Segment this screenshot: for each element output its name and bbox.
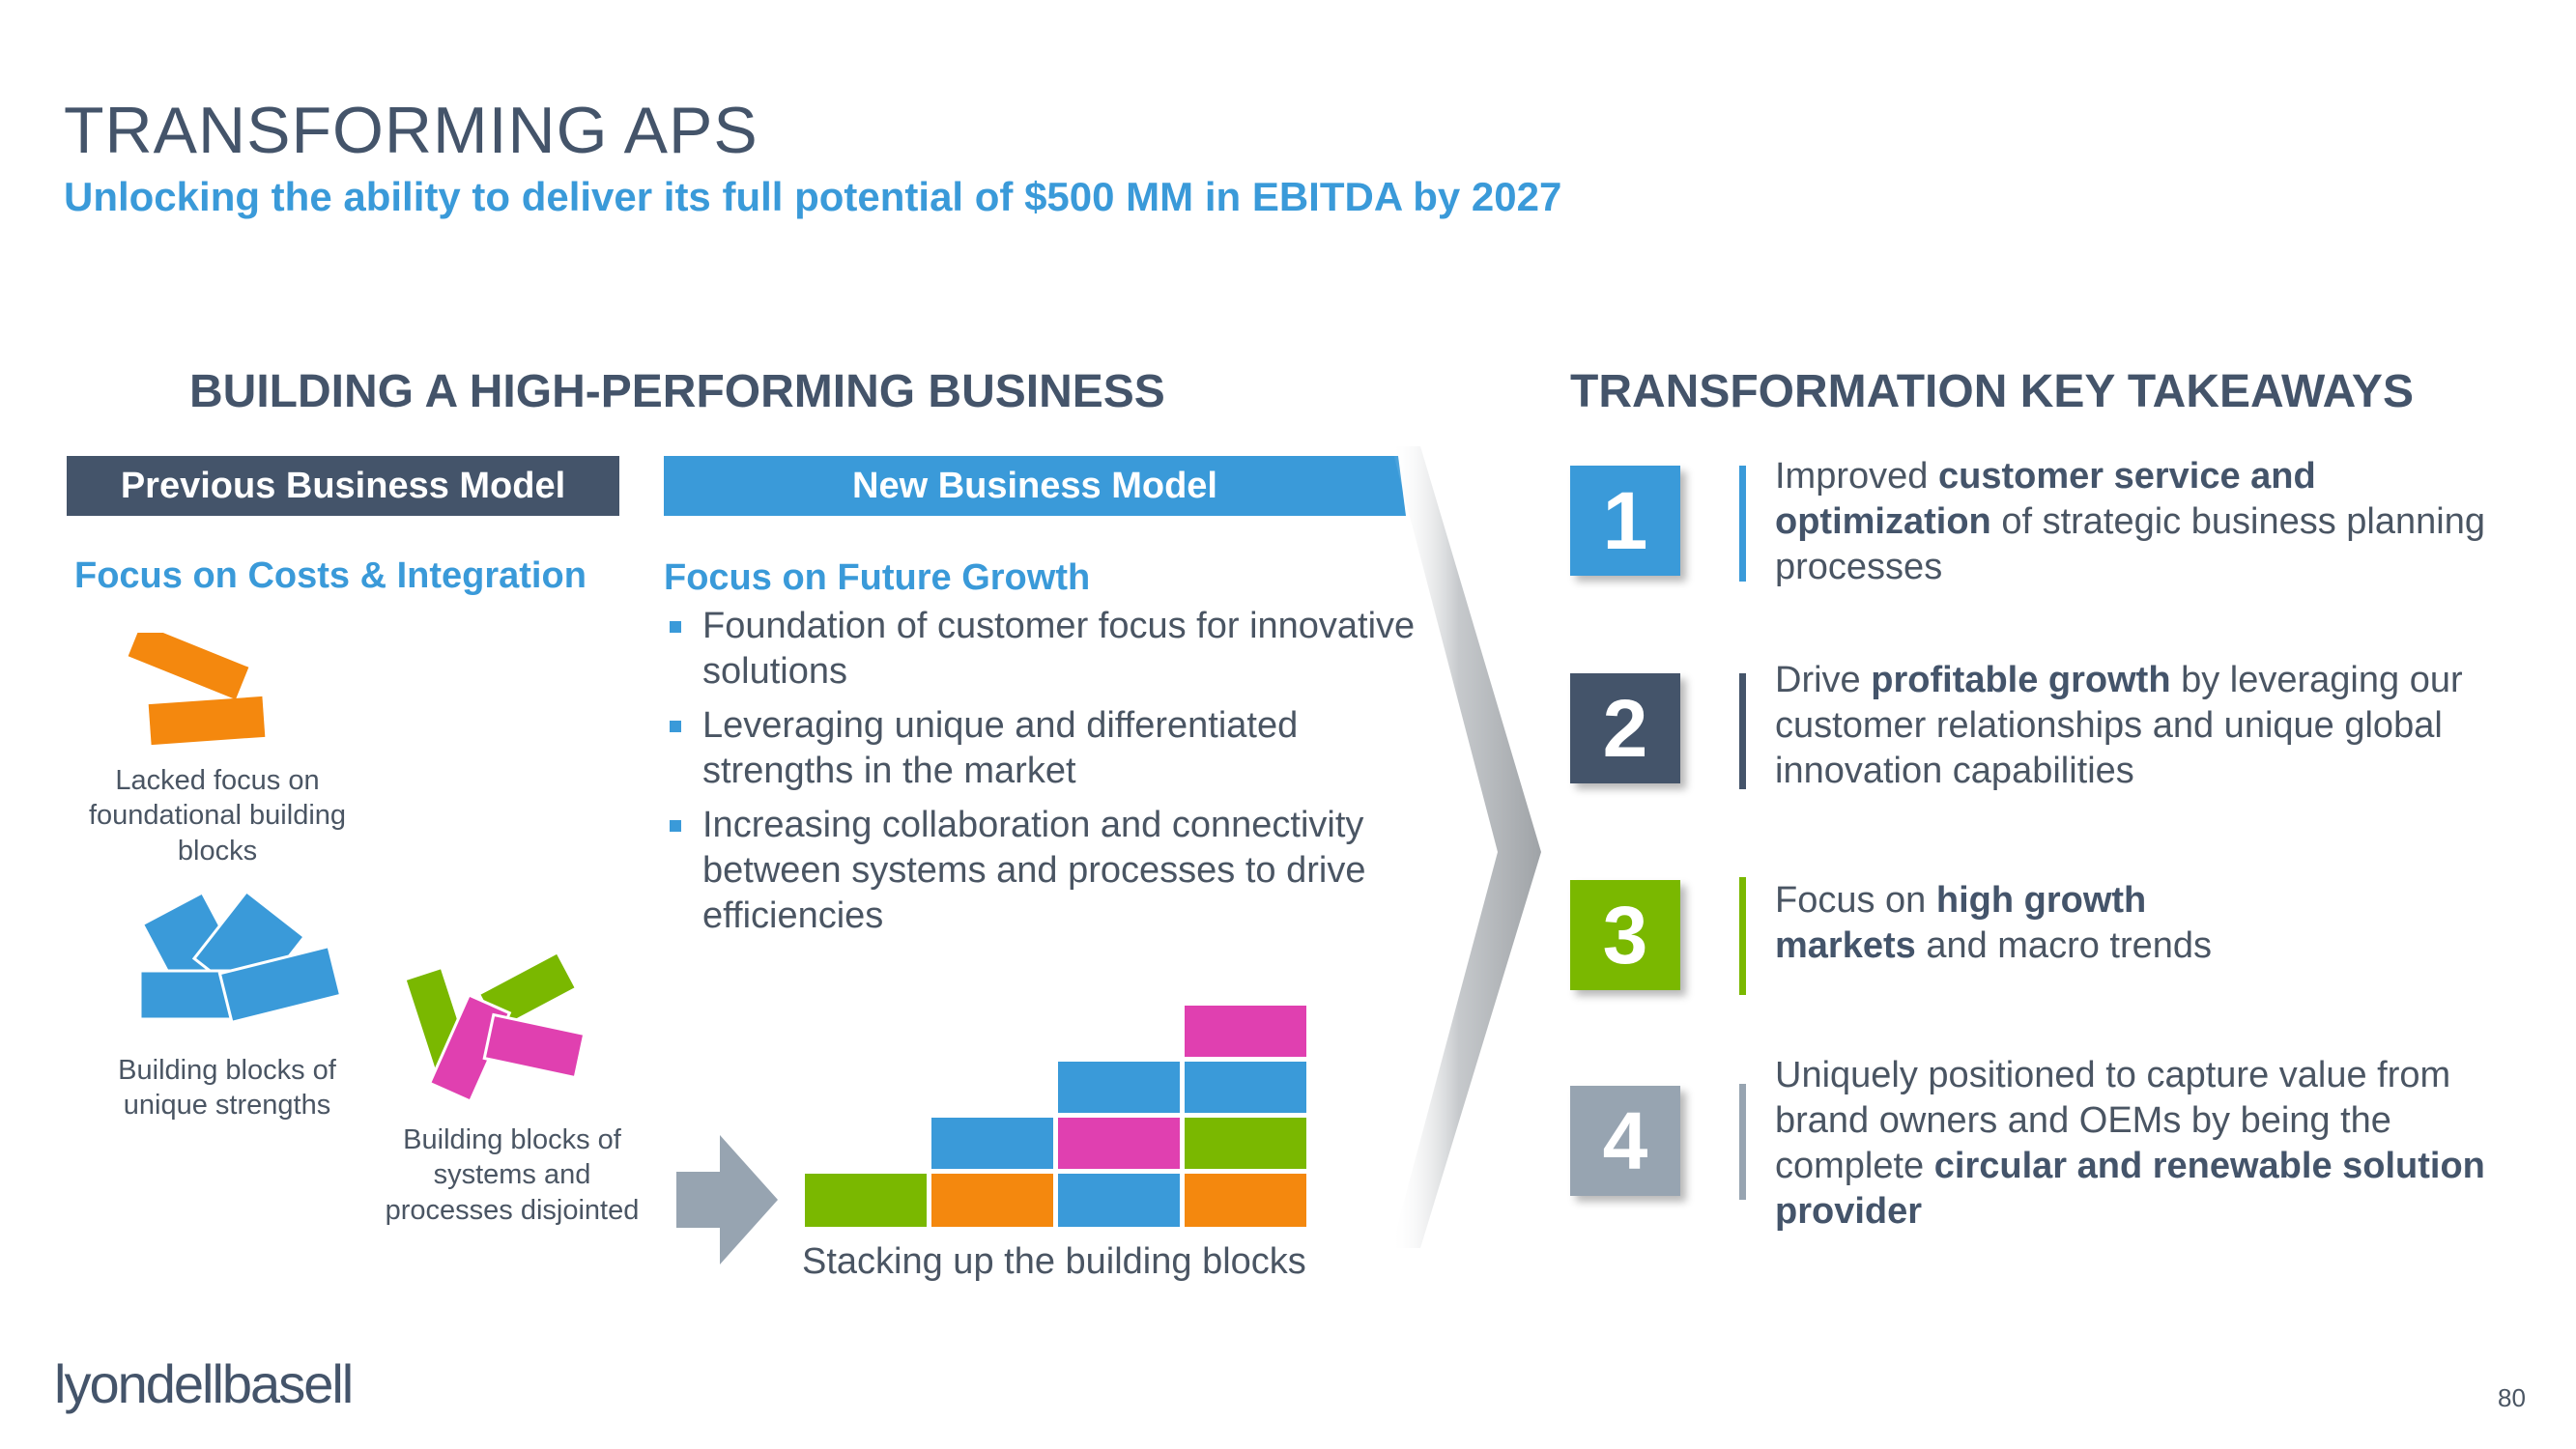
takeaway-number-2: 2 bbox=[1570, 673, 1680, 783]
takeaway-number-1: 1 bbox=[1570, 466, 1680, 576]
right-section-heading: TRANSFORMATION KEY TAKEAWAYS bbox=[1570, 366, 2414, 417]
takeaway-run: Uniquely positioned to capture value fro… bbox=[1775, 1055, 2451, 1186]
takeaway-emphasis: circular and renewable solution provider bbox=[1775, 1146, 2485, 1232]
bullet-item: Leveraging unique and differentiated str… bbox=[664, 703, 1417, 794]
stack-block bbox=[805, 1174, 927, 1227]
caption-unique-strengths: Building blocks of unique strengths bbox=[118, 1055, 336, 1122]
page-subtitle: Unlocking the ability to deliver its ful… bbox=[64, 174, 1562, 219]
previous-model-bar: Previous Business Model bbox=[67, 456, 619, 516]
stack-block bbox=[1058, 1174, 1180, 1227]
stack-block bbox=[1185, 1062, 1306, 1113]
stack-block bbox=[1185, 1118, 1306, 1169]
right-arrow-icon bbox=[676, 1135, 778, 1264]
takeaway-text-4: Uniquely positioned to capture value fro… bbox=[1775, 1053, 2529, 1235]
new-model-focus: Focus on Future Growth bbox=[664, 557, 1091, 598]
left-section-heading: BUILDING A HIGH-PERFORMING BUSINESS bbox=[189, 366, 1165, 417]
caption-foundational: Lacked focus on foundational building bl… bbox=[88, 765, 347, 867]
takeaway-number-4: 4 bbox=[1570, 1086, 1680, 1196]
bullet-item: Increasing collaboration and connectivit… bbox=[664, 803, 1417, 939]
page-number: 80 bbox=[2498, 1383, 2526, 1412]
chevron-arrow-divider bbox=[1391, 446, 1541, 1248]
previous-model-label: Previous Business Model bbox=[120, 465, 566, 506]
new-model-bullets: Foundation of customer focus for innovat… bbox=[664, 604, 1417, 948]
caption-systems-disjointed: Building blocks of systems and processes… bbox=[385, 1124, 640, 1226]
takeaway-emphasis: customer service and optimization bbox=[1775, 456, 2316, 542]
takeaway-emphasis: high growth markets bbox=[1775, 880, 2147, 966]
page-title: TRANSFORMING APS bbox=[64, 94, 758, 167]
takeaway-divider bbox=[1739, 1084, 1746, 1200]
takeaway-divider bbox=[1739, 877, 1746, 995]
company-logo: lyondellbasell bbox=[54, 1353, 354, 1414]
takeaway-run: of strategic business planning processes bbox=[1775, 501, 2485, 587]
previous-model-focus: Focus on Costs & Integration bbox=[74, 555, 587, 596]
takeaway-emphasis: profitable growth bbox=[1871, 660, 2171, 700]
takeaway-text-3: Focus on high growth markets and macro t… bbox=[1775, 878, 2277, 969]
takeaway-divider bbox=[1739, 466, 1746, 582]
stack-caption: Stacking up the building blocks bbox=[802, 1241, 1306, 1282]
takeaway-text-2: Drive profitable growth by leveraging ou… bbox=[1775, 658, 2509, 794]
stack-block bbox=[931, 1174, 1053, 1227]
orange-blocks-illustration bbox=[128, 633, 266, 746]
stack-block bbox=[1058, 1118, 1180, 1169]
takeaway-number-3: 3 bbox=[1570, 880, 1680, 990]
bullet-item: Foundation of customer focus for innovat… bbox=[664, 604, 1417, 695]
takeaway-divider bbox=[1739, 673, 1746, 789]
stack-block bbox=[1058, 1062, 1180, 1113]
takeaway-run: by leveraging our customer relationships… bbox=[1775, 660, 2463, 791]
green-magenta-blocks-illustration bbox=[403, 952, 587, 1104]
new-model-bar: New Business Model bbox=[664, 456, 1406, 516]
stack-block bbox=[931, 1118, 1053, 1169]
takeaway-text-1: Improved customer service and optimizati… bbox=[1775, 454, 2509, 590]
new-model-label: New Business Model bbox=[852, 465, 1217, 506]
stack-block bbox=[1185, 1174, 1306, 1227]
takeaway-run: Drive bbox=[1775, 660, 1872, 700]
takeaway-run: Focus on bbox=[1775, 880, 1936, 921]
takeaway-run: Improved bbox=[1775, 456, 1938, 497]
stack-block bbox=[1185, 1006, 1306, 1057]
takeaway-run: and macro trends bbox=[1915, 925, 2213, 966]
blue-blocks-illustration bbox=[138, 889, 343, 1025]
